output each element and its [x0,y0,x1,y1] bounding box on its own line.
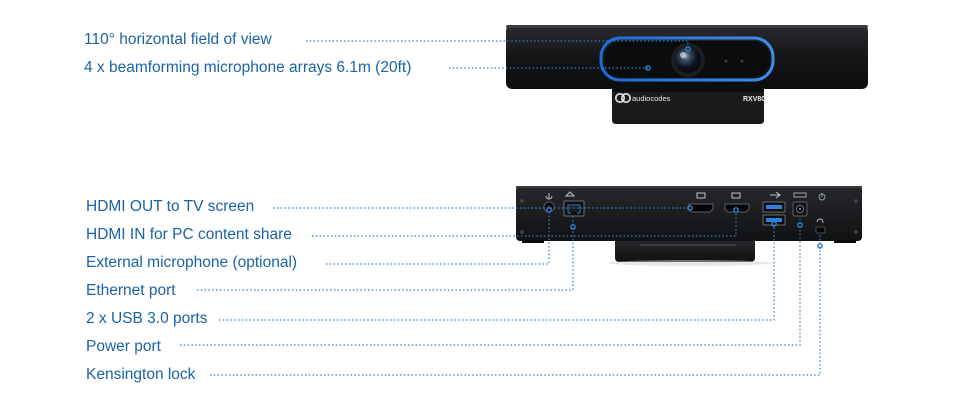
power-jack-icon [792,192,808,217]
label-ethernet: Ethernet port [86,282,176,299]
power-button-icon [818,193,826,201]
model-text: RXV80 [743,96,765,103]
label-microphone-arrays: 4 x beamforming microphone arrays 6.1m (… [84,59,412,76]
label-kensington: Kensington lock [86,366,196,383]
lock-slot-icon [815,218,826,234]
label-power: Power port [86,338,161,355]
camera-base [612,88,764,124]
hdmi-port-icon [688,192,714,213]
hub-device [516,186,862,266]
camera-device: audiocodes RXV80 [506,25,868,124]
brand-text: audiocodes [632,94,671,103]
hub-stand [615,236,755,262]
leader-power [180,216,801,346]
label-external-mic: External microphone (optional) [86,254,298,271]
leader-usb [219,225,775,321]
label-hdmi-out: HDMI OUT to TV screen [86,198,255,215]
label-hdmi-in: HDMI IN for PC content share [86,226,292,243]
camera-lens-icon [671,43,705,77]
label-usb: 2 x USB 3.0 ports [86,310,208,327]
camera-front-panel [599,36,775,82]
usb-port-icon [762,191,786,226]
hub-body [516,186,862,241]
leader-endpoints [546,46,823,249]
leader-external-mic [326,212,550,265]
leader-lines [180,40,821,376]
brand-logo: audiocodes [614,93,671,104]
leader-hdmi-in [312,212,737,237]
label-field-of-view: 110° horizontal field of view [84,31,272,48]
